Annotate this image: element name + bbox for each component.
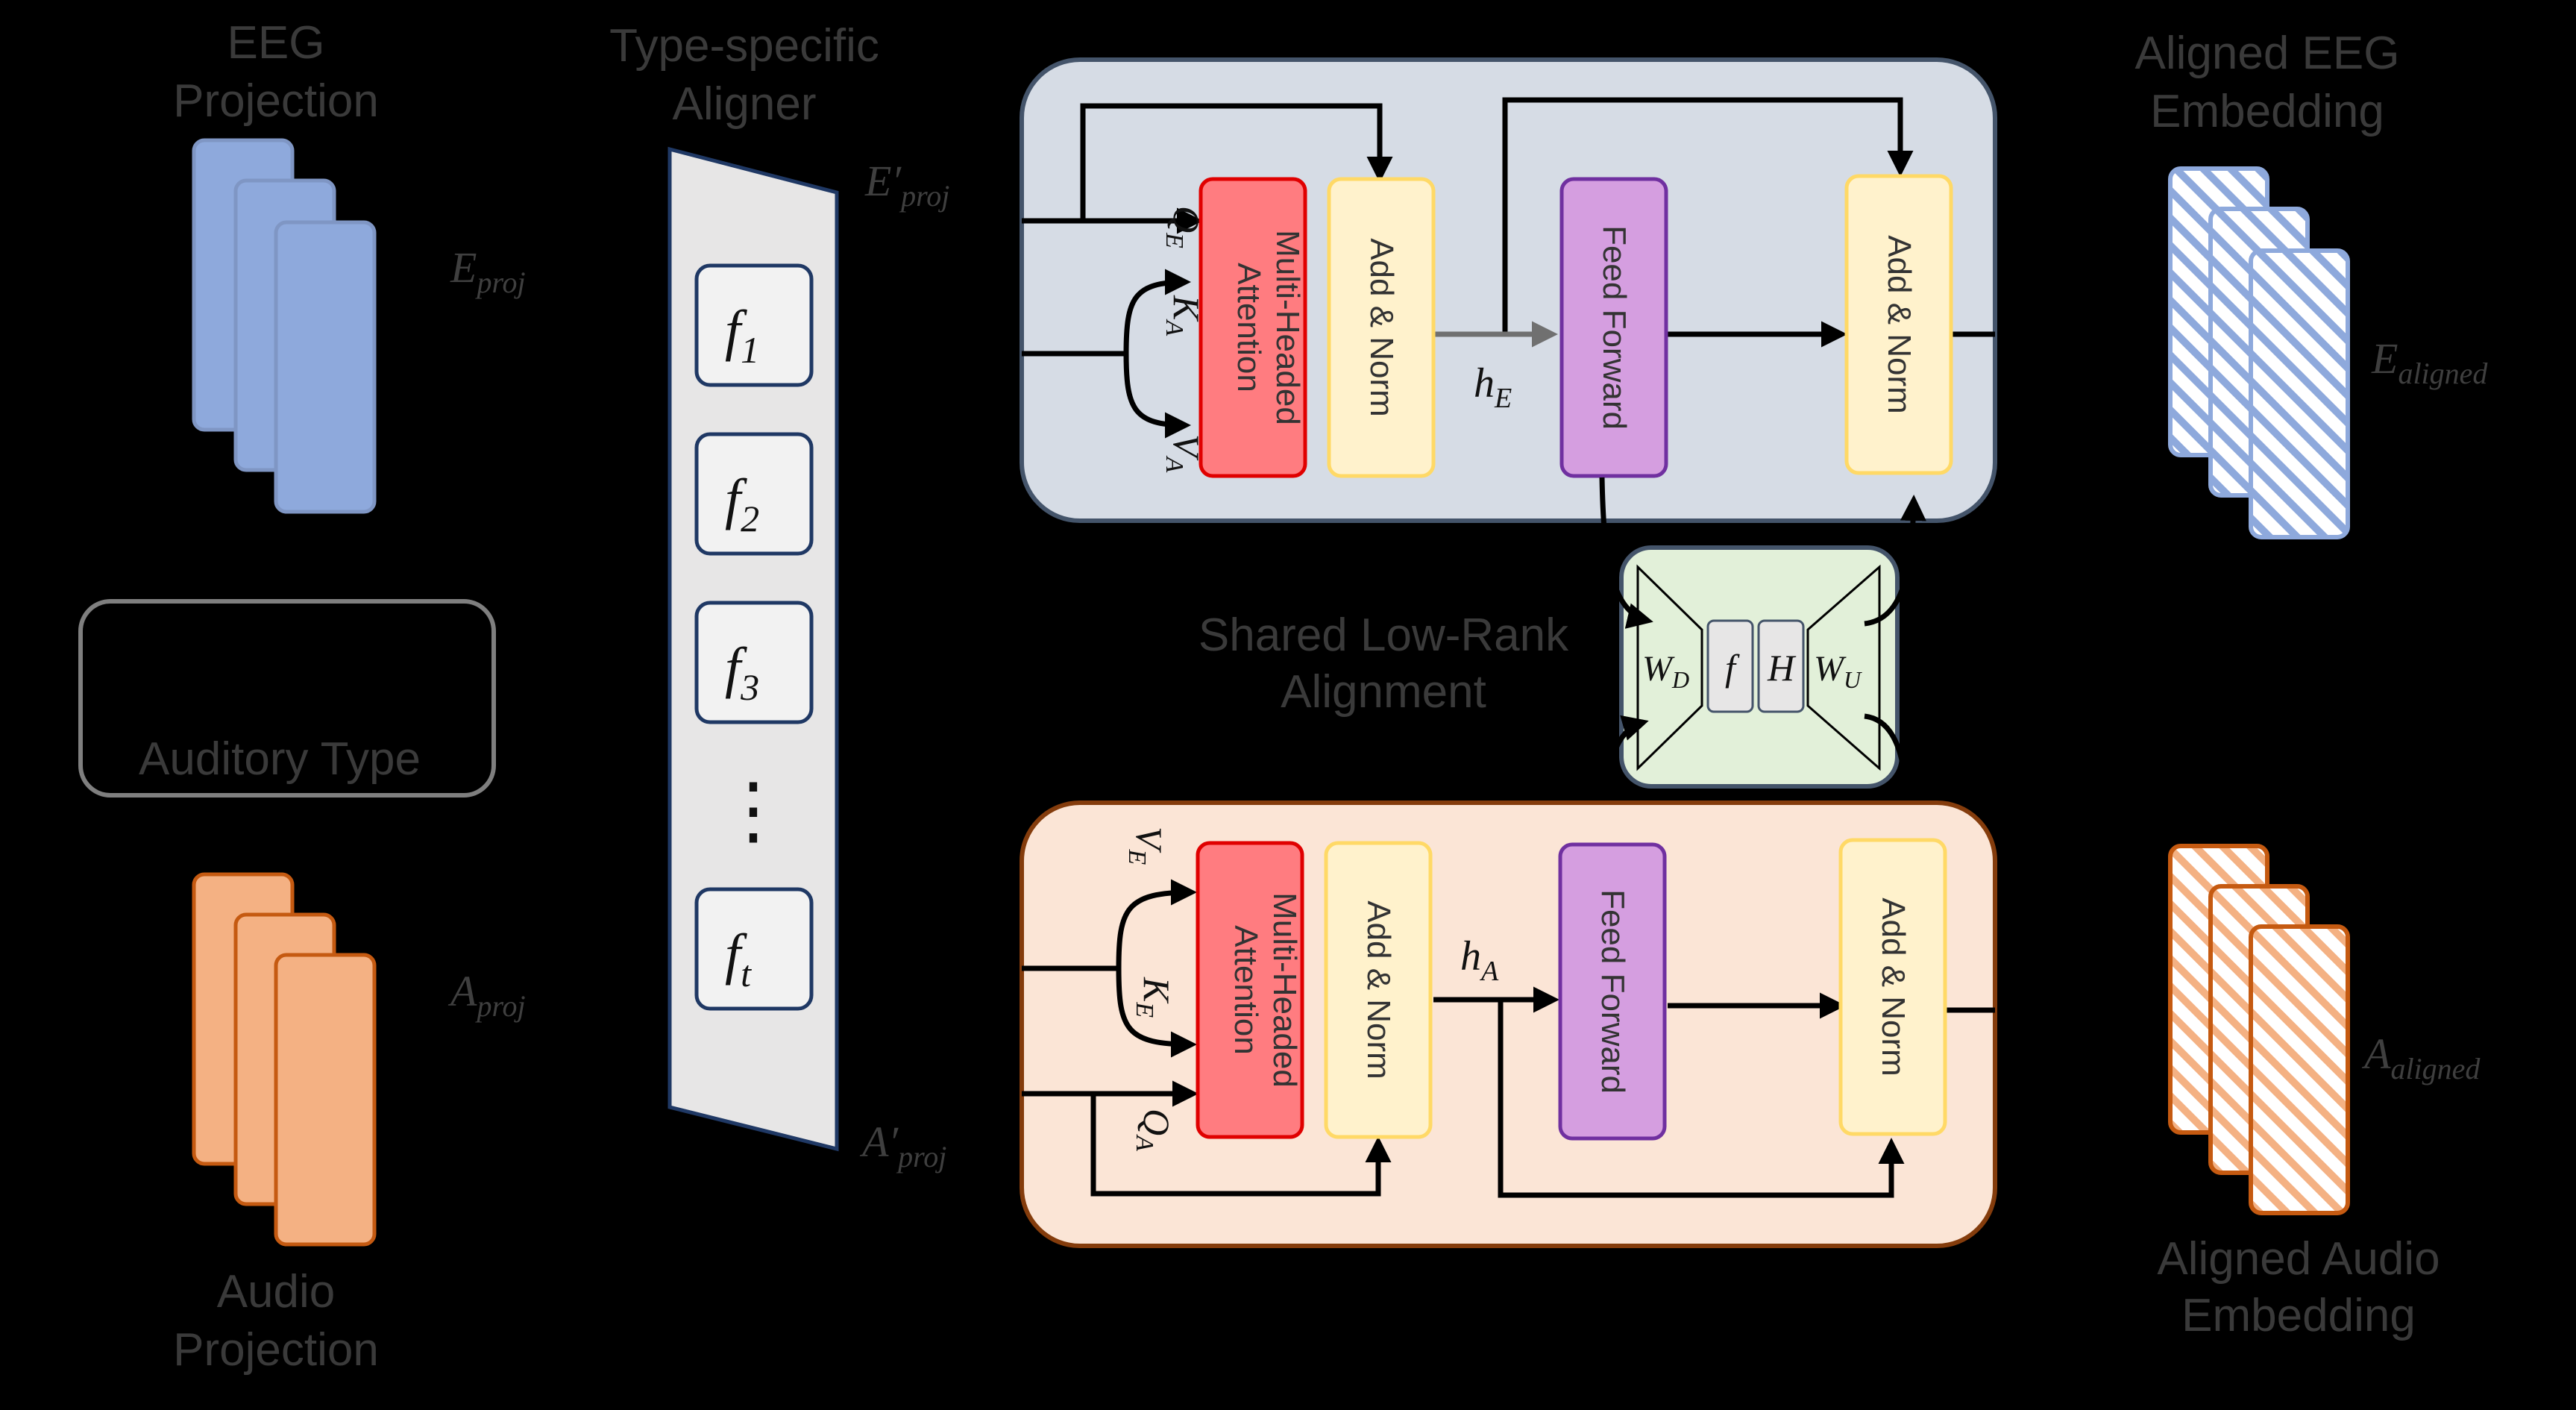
audio-mha-block: Multi-Headed Attention [1196,841,1304,1139]
eeg-add-norm-2: Add & Norm [1844,174,1953,475]
audio-projection-stack [192,872,377,1247]
aligner-title-2: Aligner [673,78,817,130]
eeg-add-norm-1: Add & Norm [1327,177,1436,478]
q-a-label: QA [1131,1109,1178,1151]
aligned-eeg-title-1: Aligned EEG [2135,28,2400,79]
e-aligned-symbol: Ealigned [2371,334,2488,390]
v-e-label: VE [1123,827,1170,865]
audio-add-norm-2: Add & Norm [1838,838,1947,1136]
aligned-audio-title-1: Aligned Audio [2157,1233,2440,1285]
aligner-f2: f2 [694,432,814,556]
aligned-eeg-stack [2168,166,2350,539]
svg-text:Add & Norm: Add & Norm [1360,900,1397,1080]
aligner-ellipsis: ⋮ [716,768,791,852]
aligner-f1: f1 [694,263,814,387]
svg-text:Feed Forward: Feed Forward [1596,225,1633,430]
aligner-title-1: Type-specific [609,20,879,72]
eeg-mha-block: Multi-Headed Attention [1199,177,1307,478]
auditory-type-box [78,599,496,798]
eeg-projection-title-1: EEG [227,17,325,69]
e-proj-symbol: Eproj [450,243,526,299]
svg-text:WD: WD [1642,649,1689,693]
a-aligned-symbol: Aaligned [2361,1030,2481,1085]
svg-text:WU: WU [1814,649,1862,693]
eeg-projection-title-2: Projection [173,75,379,127]
audio-add-norm-1: Add & Norm [1324,841,1433,1139]
w-d-block: WD [1636,564,1703,771]
eeg-feed-forward: Feed Forward [1559,177,1668,478]
audio-projection-title-2: Projection [173,1324,379,1376]
eeg-projection-stack [192,138,377,514]
h-e-label: hE [1474,360,1512,414]
audio-feed-forward: Feed Forward [1558,842,1667,1141]
shared-lowrank-title-2: Alignment [1281,666,1486,718]
f-inner-block: f [1706,619,1754,713]
shared-lowrank-title-1: Shared Low-Rank [1199,610,1569,661]
svg-text:Add & Norm: Add & Norm [1875,897,1911,1077]
svg-text:Multi-Headed: Multi-Headed [1266,892,1303,1088]
eeg-panel-wires [1022,97,1995,439]
svg-text:Add & Norm: Add & Norm [1881,235,1917,414]
a-proj-prime-symbol: A′proj [859,1118,946,1174]
svg-text:H: H [1767,647,1797,689]
aligned-audio-stack [2168,844,2350,1215]
svg-text:Attention: Attention [1231,263,1267,392]
aligner-f3: f3 [694,601,814,724]
audio-projection-title-1: Audio [217,1266,336,1317]
svg-text:Attention: Attention [1228,925,1264,1055]
a-proj-symbol: Aproj [447,967,526,1023]
svg-text:Feed Forward: Feed Forward [1595,889,1631,1094]
w-u-block: WU [1806,564,1881,771]
e-proj-prime-symbol: E′proj [864,157,949,213]
aligned-audio-title-2: Embedding [2181,1290,2416,1341]
aligner-ft: ft [694,887,814,1011]
h-a-label: hA [1460,933,1499,987]
aligned-eeg-title-2: Embedding [2150,86,2384,137]
svg-text:Multi-Headed: Multi-Headed [1269,230,1306,425]
h-inner-block: H [1757,619,1805,713]
svg-text:Add & Norm: Add & Norm [1363,238,1400,417]
audio-panel-wires [1022,879,1995,1198]
k-e-label: KE [1131,977,1178,1018]
auditory-type-label: Auditory Type [139,733,421,785]
